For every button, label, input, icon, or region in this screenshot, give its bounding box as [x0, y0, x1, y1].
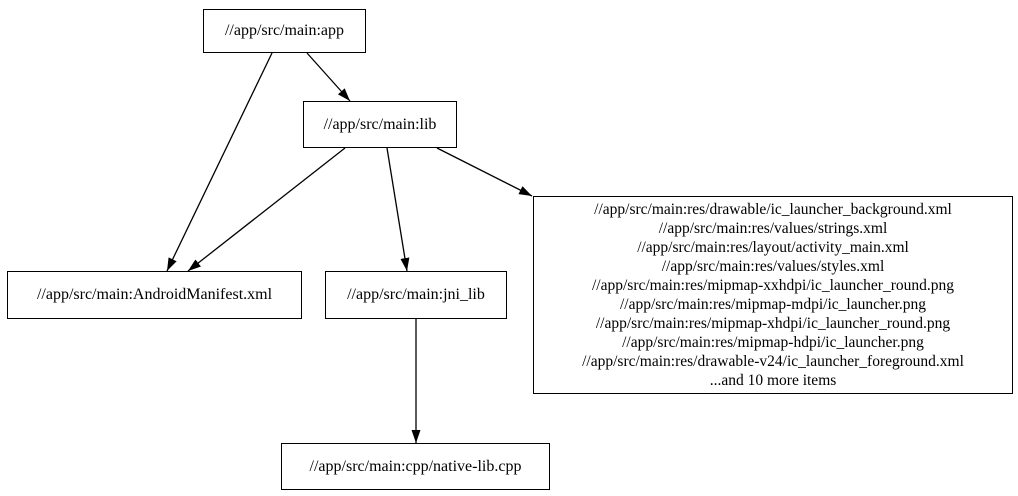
node-app: //app/src/main:app: [203, 9, 366, 53]
res-item: //app/src/main:res/layout/activity_main.…: [637, 239, 909, 256]
res-item: //app/src/main:res/mipmap-xhdpi/ic_launc…: [595, 315, 951, 332]
edge-lib-to-jni-lib: [386, 147, 410, 272]
node-jni-lib-label: //app/src/main:jni_lib: [347, 286, 485, 304]
res-item: //app/src/main:res/mipmap-xxhdpi/ic_laun…: [591, 277, 954, 294]
res-item: //app/src/main:res/drawable-v24/ic_launc…: [582, 353, 964, 370]
node-android-manifest: //app/src/main:AndroidManifest.xml: [7, 271, 302, 319]
node-native-lib-cpp: //app/src/main:cpp/native-lib.cpp: [281, 443, 550, 490]
res-more-items: ...and 10 more items: [709, 372, 837, 389]
node-native-lib-cpp-label: //app/src/main:cpp/native-lib.cpp: [309, 457, 522, 475]
edge-app-to-android-manifest: [166, 52, 273, 272]
res-item: //app/src/main:res/values/styles.xml: [661, 258, 885, 275]
res-item: //app/src/main:res/drawable/ic_launcher_…: [594, 201, 952, 218]
node-res-group: //app/src/main:res/drawable/ic_launcher_…: [533, 196, 1013, 394]
node-android-manifest-label: //app/src/main:AndroidManifest.xml: [36, 286, 273, 304]
node-jni-lib: //app/src/main:jni_lib: [325, 271, 507, 319]
res-item: //app/src/main:res/mipmap-hdpi/ic_launch…: [622, 334, 924, 351]
res-item: //app/src/main:res/mipmap-mdpi/ic_launch…: [619, 296, 927, 313]
edge-lib-to-res-group: [436, 147, 533, 197]
edge-app-to-lib: [306, 52, 351, 102]
node-lib: //app/src/main:lib: [303, 101, 457, 148]
node-lib-label: //app/src/main:lib: [323, 115, 437, 133]
res-item: //app/src/main:res/values/strings.xml: [658, 220, 888, 237]
edge-lib-to-android-manifest: [187, 147, 346, 272]
node-app-label: //app/src/main:app: [224, 22, 345, 40]
